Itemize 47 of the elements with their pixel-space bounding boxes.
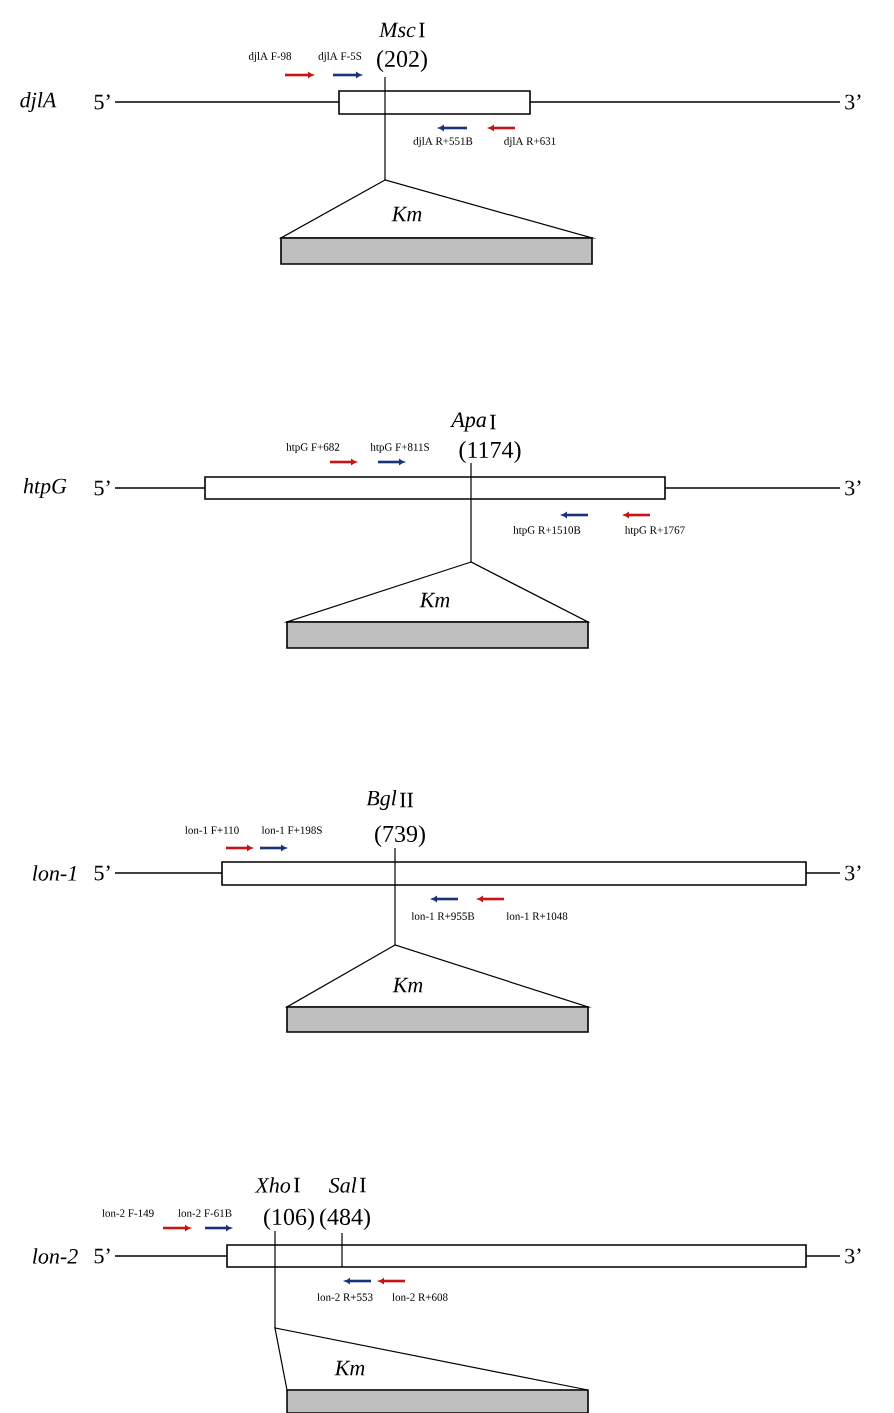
gene-box — [226, 1244, 807, 1268]
gene-name: lon-2 — [32, 1248, 78, 1264]
primer-label: lon-2 R+553 — [317, 1293, 373, 1301]
primer-label: djlA R+551B — [413, 137, 473, 147]
primer-label: lon-1 R+955B — [411, 912, 475, 920]
insertion-line — [470, 462, 472, 563]
enzyme-name: Msc — [378, 22, 416, 38]
end-label: 5’ — [94, 94, 110, 110]
position-label: (739) — [375, 825, 425, 847]
gene-box — [338, 90, 531, 115]
primer-label: lon-1 F+198S — [261, 826, 322, 834]
enzyme-numeral: I — [419, 22, 425, 38]
gene-name: htpG — [23, 478, 67, 498]
end-label: 5’ — [94, 1248, 110, 1264]
insertion-line — [274, 1230, 276, 1329]
enzyme-name: Xho — [254, 1177, 291, 1193]
gene-box — [221, 861, 807, 886]
primer-label: lon-1 R+1048 — [506, 912, 568, 920]
enzyme-numeral: II — [400, 792, 414, 808]
cassette-drawing: Km — [274, 1327, 589, 1413]
end-label: 3’ — [845, 1248, 861, 1264]
insertion-line — [394, 847, 396, 946]
end-label: 5’ — [94, 480, 110, 496]
position-label: (1174) — [459, 441, 521, 463]
enzyme-numeral: I — [360, 1177, 366, 1193]
end-label: 3’ — [845, 865, 861, 881]
insertion-line — [384, 76, 386, 181]
primer-label: htpG R+1767 — [624, 526, 685, 536]
enzyme-name: Bgl — [366, 790, 397, 810]
primer-label: djlA R+631 — [504, 137, 556, 147]
gene-box — [204, 476, 666, 500]
end-label: 3’ — [845, 94, 861, 110]
enzyme-name: Apa — [450, 412, 486, 432]
end-label: 3’ — [845, 480, 861, 496]
enzyme-numeral: I — [490, 414, 496, 430]
position-label: (202) — [377, 50, 427, 72]
enzyme-name: Sal — [328, 1177, 357, 1193]
primer-label: lon-2 F-149 — [102, 1209, 154, 1217]
primer-label: htpG F+811S — [370, 443, 429, 453]
end-label: 5’ — [94, 865, 110, 881]
gene-name: djlA — [20, 92, 57, 112]
primer-label: lon-2 R+608 — [392, 1293, 448, 1301]
primer-label: djlA F-98 — [248, 52, 292, 62]
primer-label: htpG R+1510B — [513, 526, 581, 536]
position-label: (106) — [264, 1208, 314, 1230]
enzyme-numeral: I — [294, 1177, 300, 1193]
gene-name: lon-1 — [32, 865, 76, 881]
